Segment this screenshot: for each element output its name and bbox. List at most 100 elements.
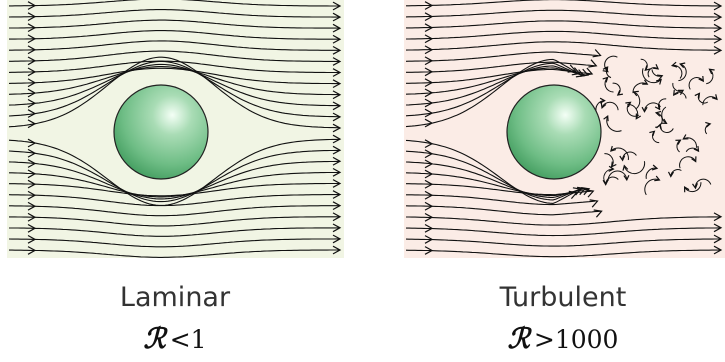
streamline bbox=[405, 62, 578, 117]
streamline-arrow-icon bbox=[27, 34, 37, 44]
vortex-arrow-icon bbox=[678, 89, 685, 96]
vortex-arc bbox=[679, 156, 697, 169]
streamline-arrow-icon bbox=[27, 159, 37, 168]
vortex-arrow-icon bbox=[623, 174, 630, 182]
streamline-arrow-icon bbox=[424, 12, 434, 22]
streamline-arrow-icon bbox=[424, 108, 434, 118]
vortex-arrow-icon bbox=[693, 145, 700, 153]
streamline bbox=[8, 66, 339, 96]
streamline-arrow-icon bbox=[588, 59, 598, 68]
streamline bbox=[405, 58, 575, 128]
streamline-arrow-icon bbox=[713, 245, 723, 255]
streamline-arrow-icon bbox=[332, 1, 342, 11]
streamline-arrow-icon bbox=[713, 1, 723, 11]
streamline bbox=[9, 171, 339, 198]
streamline-arrow-icon bbox=[27, 119, 37, 129]
streamline-arrow-icon bbox=[581, 187, 591, 196]
streamline bbox=[405, 67, 587, 95]
vortex-arrow-icon bbox=[705, 121, 712, 128]
streamline bbox=[406, 0, 721, 7]
streamline-arrow-icon bbox=[332, 12, 342, 22]
vortex-arrow-icon bbox=[656, 78, 662, 85]
streamline bbox=[9, 30, 339, 40]
streamline-arrow-icon bbox=[424, 169, 434, 179]
streamline-arrow-icon bbox=[424, 223, 434, 233]
vortex-arc bbox=[642, 68, 662, 84]
reynolds-symbol: ℛ bbox=[507, 322, 530, 355]
streamline bbox=[406, 30, 721, 40]
streamline-arrow-icon bbox=[27, 109, 37, 118]
streamline-arrow-icon bbox=[713, 23, 723, 33]
streamline-arrow-icon bbox=[575, 69, 585, 78]
streamline-arrow-icon bbox=[27, 246, 37, 255]
vortex-arrow-icon bbox=[657, 74, 664, 81]
streamline bbox=[9, 249, 339, 258]
streamline-arrow-icon bbox=[27, 201, 37, 211]
streamline-arrow-icon bbox=[27, 169, 37, 179]
streamline-arrow-icon bbox=[332, 145, 342, 155]
streamline bbox=[9, 50, 339, 62]
streamline-arrow-icon bbox=[27, 98, 37, 108]
streamline-arrow-icon bbox=[27, 23, 37, 33]
streamline-arrow-icon bbox=[332, 134, 342, 144]
streamline-arrow-icon bbox=[424, 45, 434, 55]
turbulent-reynolds-condition: ℛ>1000 bbox=[393, 322, 725, 355]
streamline-arrow-icon bbox=[27, 1, 37, 10]
streamline-arrow-icon bbox=[332, 112, 342, 122]
streamline-arrow-icon bbox=[332, 90, 342, 100]
streamline bbox=[406, 61, 596, 73]
streamline bbox=[406, 216, 722, 226]
streamline-arrow-icon bbox=[424, 139, 434, 149]
vortex-arrow-icon bbox=[711, 94, 718, 101]
vortex-arrow-icon bbox=[708, 68, 715, 75]
streamline-arrow-icon bbox=[332, 101, 342, 111]
streamline-arrow-icon bbox=[332, 245, 342, 255]
streamline-arrow-icon bbox=[27, 148, 37, 158]
streamline bbox=[8, 194, 339, 207]
streamline-arrow-icon bbox=[571, 67, 581, 76]
streamline-arrow-icon bbox=[27, 56, 37, 66]
streamline-arrow-icon bbox=[424, 1, 434, 10]
vortex-arc bbox=[678, 63, 687, 82]
streamline bbox=[8, 160, 339, 200]
vortex-arrow-icon bbox=[644, 65, 651, 72]
vortex-arrow-icon bbox=[603, 114, 609, 122]
streamline bbox=[9, 205, 339, 217]
vortex-arc bbox=[694, 178, 712, 189]
vortex-arrow-icon bbox=[654, 110, 662, 117]
streamline bbox=[8, 138, 340, 206]
vortex-arc bbox=[684, 182, 702, 193]
vortex-arc bbox=[672, 64, 683, 79]
vortex-arc bbox=[601, 101, 619, 111]
vortex-arrow-icon bbox=[691, 156, 697, 163]
vortex-arc bbox=[623, 161, 646, 175]
streamline bbox=[406, 194, 596, 206]
streamline bbox=[405, 150, 581, 201]
laminar-title: Laminar bbox=[119, 282, 231, 313]
vortex-arc bbox=[603, 168, 614, 184]
vortex-arrow-icon bbox=[651, 164, 659, 171]
streamline bbox=[8, 238, 339, 248]
streamline-arrow-icon bbox=[27, 138, 37, 148]
vortex-arc bbox=[626, 101, 640, 117]
streamline-arrow-icon bbox=[424, 98, 434, 108]
streamline-arrow-icon bbox=[424, 67, 434, 77]
streamline-arrow-icon bbox=[713, 223, 723, 233]
streamline bbox=[9, 227, 340, 237]
vortex-arrow-icon bbox=[635, 113, 642, 120]
laminar-streamlines bbox=[8, 0, 342, 258]
vortex-arrow-icon bbox=[670, 61, 678, 68]
vortex-arrow-icon bbox=[602, 66, 609, 73]
streamline-arrow-icon bbox=[424, 34, 434, 44]
streamline bbox=[405, 238, 721, 247]
turbulent-relation: >1000 bbox=[533, 325, 619, 354]
streamline-arrow-icon bbox=[713, 234, 723, 244]
vortex-arrow-icon bbox=[600, 102, 607, 109]
streamline-arrow-icon bbox=[713, 34, 723, 44]
vortex-arrow-icon bbox=[602, 76, 609, 83]
streamline bbox=[9, 0, 339, 7]
vortex-arrow-icon bbox=[599, 97, 606, 104]
streamline-arrow-icon bbox=[332, 179, 342, 188]
vortex-arrow-icon bbox=[694, 92, 701, 99]
streamline-arrow-icon bbox=[567, 64, 577, 73]
